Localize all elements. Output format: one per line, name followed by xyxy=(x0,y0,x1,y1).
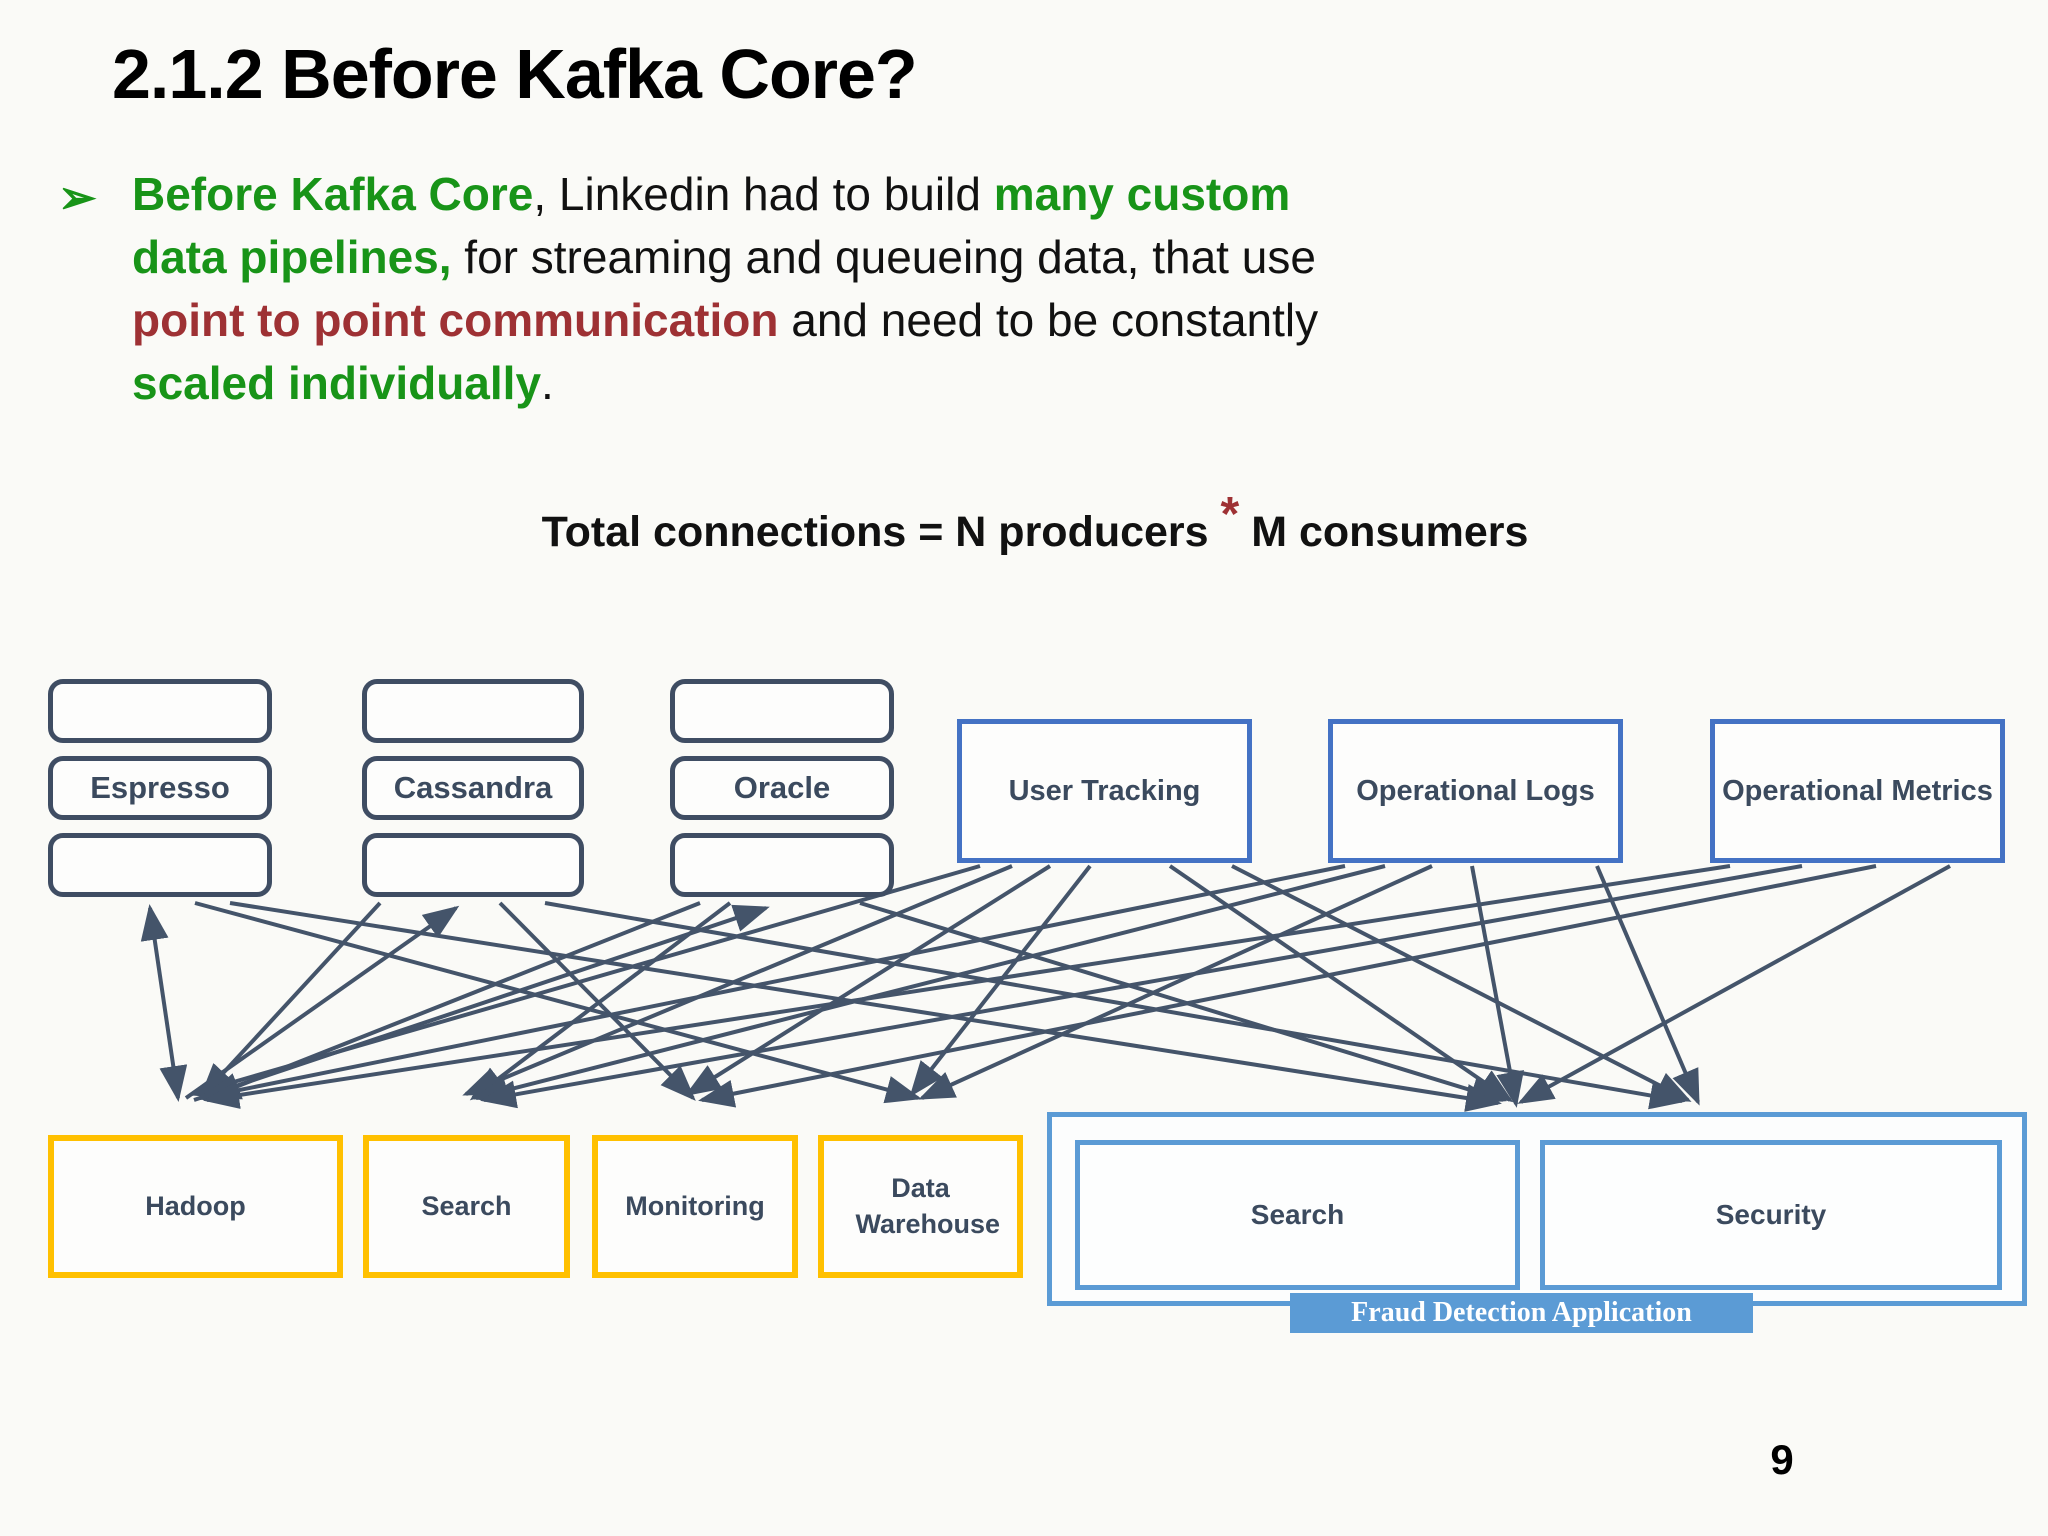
db-cell xyxy=(48,833,272,897)
producer-operational-metrics: Operational Metrics xyxy=(1710,719,2005,863)
page-title: 2.1.2 Before Kafka Core? xyxy=(112,35,918,113)
connection-line xyxy=(472,864,1386,1104)
consumer-hadoop: Hadoop xyxy=(48,1135,343,1278)
bullet-line: scaled individually. xyxy=(132,352,1632,415)
connection-line xyxy=(140,904,188,1102)
producer-operational-logs: Operational Logs xyxy=(1328,719,1623,863)
connection-line xyxy=(1595,865,1700,1106)
connection-line xyxy=(462,864,1013,1096)
connection-line xyxy=(193,904,770,1102)
connection-line xyxy=(188,864,981,1099)
fraud-app-security: Security xyxy=(1540,1140,2002,1290)
text-segment: M consumers xyxy=(1239,508,1529,556)
text-segment: , Linkedin had to build xyxy=(533,168,994,220)
connection-line xyxy=(196,864,1346,1106)
connection-line xyxy=(199,901,382,1099)
text-segment: * xyxy=(1220,487,1240,542)
producer-user-tracking: User Tracking xyxy=(957,719,1252,863)
bullet-paragraph: Before Kafka Core, Linkedin had to build… xyxy=(132,163,1632,415)
connection-line xyxy=(194,901,922,1104)
text-segment: Before Kafka Core xyxy=(132,168,534,220)
consumer-search: Search xyxy=(363,1135,570,1278)
db-cell xyxy=(48,679,272,743)
db-label-oracle: Oracle xyxy=(670,756,894,820)
text-segment: point to point communication xyxy=(132,294,779,346)
db-stack-espresso: Espresso xyxy=(48,679,272,897)
connection-line xyxy=(918,864,1433,1100)
fraud-app-search: Search xyxy=(1075,1140,1520,1290)
consumer-monitoring: Monitoring xyxy=(592,1135,798,1278)
text-segment: data pipelines, xyxy=(132,231,452,283)
db-cell xyxy=(362,679,584,743)
db-cell xyxy=(670,679,894,743)
text-segment: . xyxy=(541,357,554,409)
connection-line xyxy=(1231,864,1692,1102)
connection-line xyxy=(203,864,1731,1109)
connection-line xyxy=(1517,864,1951,1104)
fraud-app-label: Fraud Detection Application xyxy=(1290,1293,1753,1333)
bullet-arrow-icon: ➢ xyxy=(58,171,97,223)
db-stack-oracle: Oracle xyxy=(670,679,894,897)
page-number: 9 xyxy=(1770,1436,1794,1483)
db-label-cassandra: Cassandra xyxy=(362,756,584,820)
db-cell xyxy=(670,833,894,897)
text-segment: and need to be constantly xyxy=(778,294,1319,346)
connection-line xyxy=(229,901,1502,1112)
connection-line xyxy=(684,864,1052,1097)
formula-line: Total connections = N producers * M cons… xyxy=(22,487,2048,558)
consumer-data-warehouse: Data Warehouse xyxy=(818,1135,1023,1278)
db-stack-cassandra: Cassandra xyxy=(362,679,584,897)
text-segment: many custom xyxy=(993,168,1291,220)
connection-line xyxy=(859,901,1507,1105)
connection-line xyxy=(698,864,1877,1108)
text-segment: for streaming and queueing data, that us… xyxy=(451,231,1316,283)
db-cell xyxy=(362,833,584,897)
connection-line xyxy=(480,864,1803,1109)
bullet-line: Before Kafka Core, Linkedin had to build… xyxy=(132,163,1632,226)
text-segment: scaled individually xyxy=(132,357,542,409)
connection-line xyxy=(469,901,732,1101)
db-label-espresso: Espresso xyxy=(48,756,272,820)
connection-line xyxy=(498,901,696,1101)
consumer-data-warehouse-label: Data Warehouse xyxy=(855,1173,1001,1239)
bullet-line: data pipelines, for streaming and queuei… xyxy=(132,226,1632,289)
bullet-line: point to point communication and need to… xyxy=(132,289,1632,352)
text-segment: Total connections = N producers xyxy=(541,508,1221,556)
